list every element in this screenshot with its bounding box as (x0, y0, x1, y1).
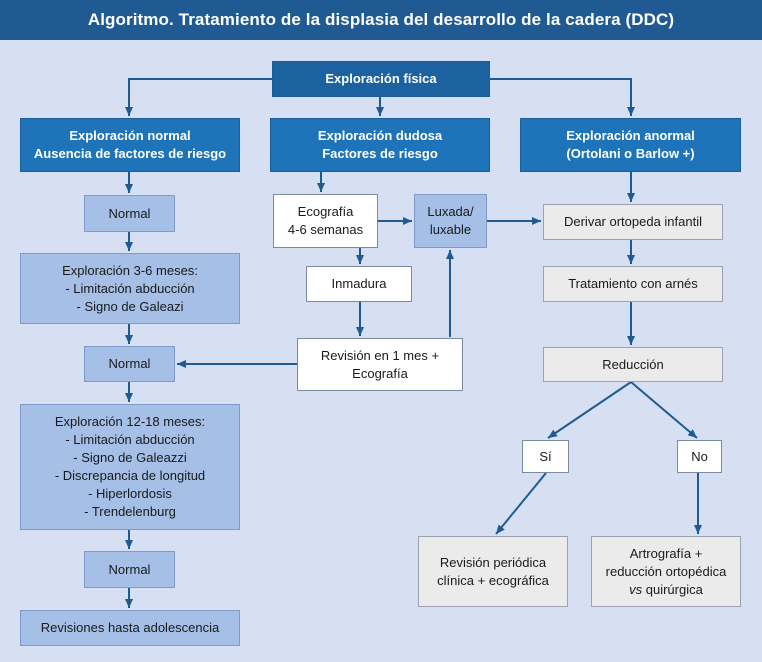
node-revision-1-mes-line2: Ecografía (352, 365, 408, 381)
node-derivar-ortopeda: Derivar ortopeda infantil (543, 204, 723, 240)
arrow-reduccion-to-no (630, 381, 698, 439)
node-exploracion-3-6-line1: Exploración 3-6 meses: (62, 262, 198, 278)
node-no: No (677, 440, 722, 473)
node-revision-periodica-line1: Revisión periódica (439, 554, 547, 570)
node-exploracion-normal-line1: Exploración normal (69, 128, 191, 143)
node-exploracion-12-18-line4: - Discrepancia de longitud (54, 468, 206, 483)
node-exploracion-12-18-line1: Exploración 12-18 meses: (54, 414, 206, 429)
node-si: Sí (522, 440, 569, 473)
node-si-label: Sí (539, 448, 552, 464)
node-exploracion-anormal-line2: (Ortolani o Barlow +) (566, 146, 695, 161)
node-reduccion: Reducción (543, 347, 723, 382)
node-normal-3: Normal (84, 551, 175, 588)
node-revision-1-mes-line1: Revisión en 1 mes + (320, 347, 440, 363)
node-luxada-line1: Luxada/ (427, 204, 474, 219)
node-artrografia: Artrografía + reducción ortopédica vs qu… (591, 536, 741, 607)
node-ecografia-line1: Ecografía (297, 204, 354, 219)
arrow-si-to-revision-periodica (495, 472, 547, 535)
node-normal-2-label: Normal (108, 356, 151, 371)
node-exploracion-12-18: Exploración 12-18 meses: - Limitación ab… (20, 404, 240, 530)
arrow-fisica-to-anormal (490, 78, 635, 116)
node-normal-1-label: Normal (108, 205, 151, 221)
node-exploracion-fisica: Exploración física (272, 61, 490, 97)
node-normal-3-label: Normal (108, 561, 151, 577)
node-revision-periodica-line2: clínica + ecográfica (437, 572, 549, 588)
node-exploracion-12-18-line6: - Trendelenburg (84, 504, 176, 519)
node-exploracion-fisica-label: Exploración física (325, 71, 437, 86)
node-exploracion-anormal: Exploración anormal (Ortolani o Barlow +… (520, 118, 741, 172)
node-exploracion-dudosa: Exploración dudosa Factores de riesgo (270, 118, 490, 172)
node-exploracion-anormal-line1: Exploración anormal (566, 128, 695, 143)
node-derivar-ortopeda-label: Derivar ortopeda infantil (563, 214, 703, 229)
node-no-label: No (691, 448, 708, 464)
node-luxada-line2: luxable (429, 222, 472, 237)
arrow-reduccion-to-si (547, 381, 632, 439)
node-exploracion-3-6: Exploración 3-6 meses: - Limitación abdu… (20, 253, 240, 324)
node-exploracion-3-6-line3: - Signo de Galeazi (76, 298, 184, 314)
node-reduccion-label: Reducción (602, 356, 664, 372)
node-artrografia-line1: Artrografía + (629, 545, 703, 561)
node-inmadura: Inmadura (306, 266, 412, 302)
node-tratamiento-arnes-label: Tratamiento con arnés (568, 276, 698, 291)
node-revisiones-adolescencia-label: Revisiones hasta adolescencia (40, 620, 220, 635)
node-normal-1: Normal (84, 195, 175, 232)
node-ecografia: Ecografía 4-6 semanas (273, 194, 378, 248)
node-exploracion-12-18-line3: - Signo de Galeazzi (73, 450, 187, 465)
node-revision-periodica: Revisión periódica clínica + ecográfica (418, 536, 568, 607)
node-exploracion-12-18-line5: - Hiperlordosis (88, 486, 172, 501)
node-exploracion-12-18-line2: - Limitación abducción (65, 432, 195, 447)
node-exploracion-dudosa-line2: Factores de riesgo (322, 146, 438, 161)
node-normal-2: Normal (84, 346, 175, 382)
node-exploracion-dudosa-line1: Exploración dudosa (317, 128, 443, 143)
node-artrografia-line3: vs quirúrgica (629, 581, 703, 597)
node-revision-1-mes: Revisión en 1 mes + Ecografía (297, 338, 463, 391)
node-artrografia-line2: reducción ortopédica (605, 563, 727, 579)
node-ecografia-line2: 4-6 semanas (287, 222, 364, 237)
node-revisiones-adolescencia: Revisiones hasta adolescencia (20, 610, 240, 646)
node-tratamiento-arnes: Tratamiento con arnés (543, 266, 723, 302)
arrow-fisica-to-normal (125, 78, 272, 116)
node-exploracion-normal-line2: Ausencia de factores de riesgo (33, 146, 227, 161)
diagram-title: Algoritmo. Tratamiento de la displasia d… (0, 0, 762, 40)
node-luxada: Luxada/ luxable (414, 194, 487, 248)
node-inmadura-label: Inmadura (331, 276, 387, 291)
node-exploracion-3-6-line2: - Limitación abducción (65, 280, 195, 296)
node-exploracion-normal: Exploración normal Ausencia de factores … (20, 118, 240, 172)
